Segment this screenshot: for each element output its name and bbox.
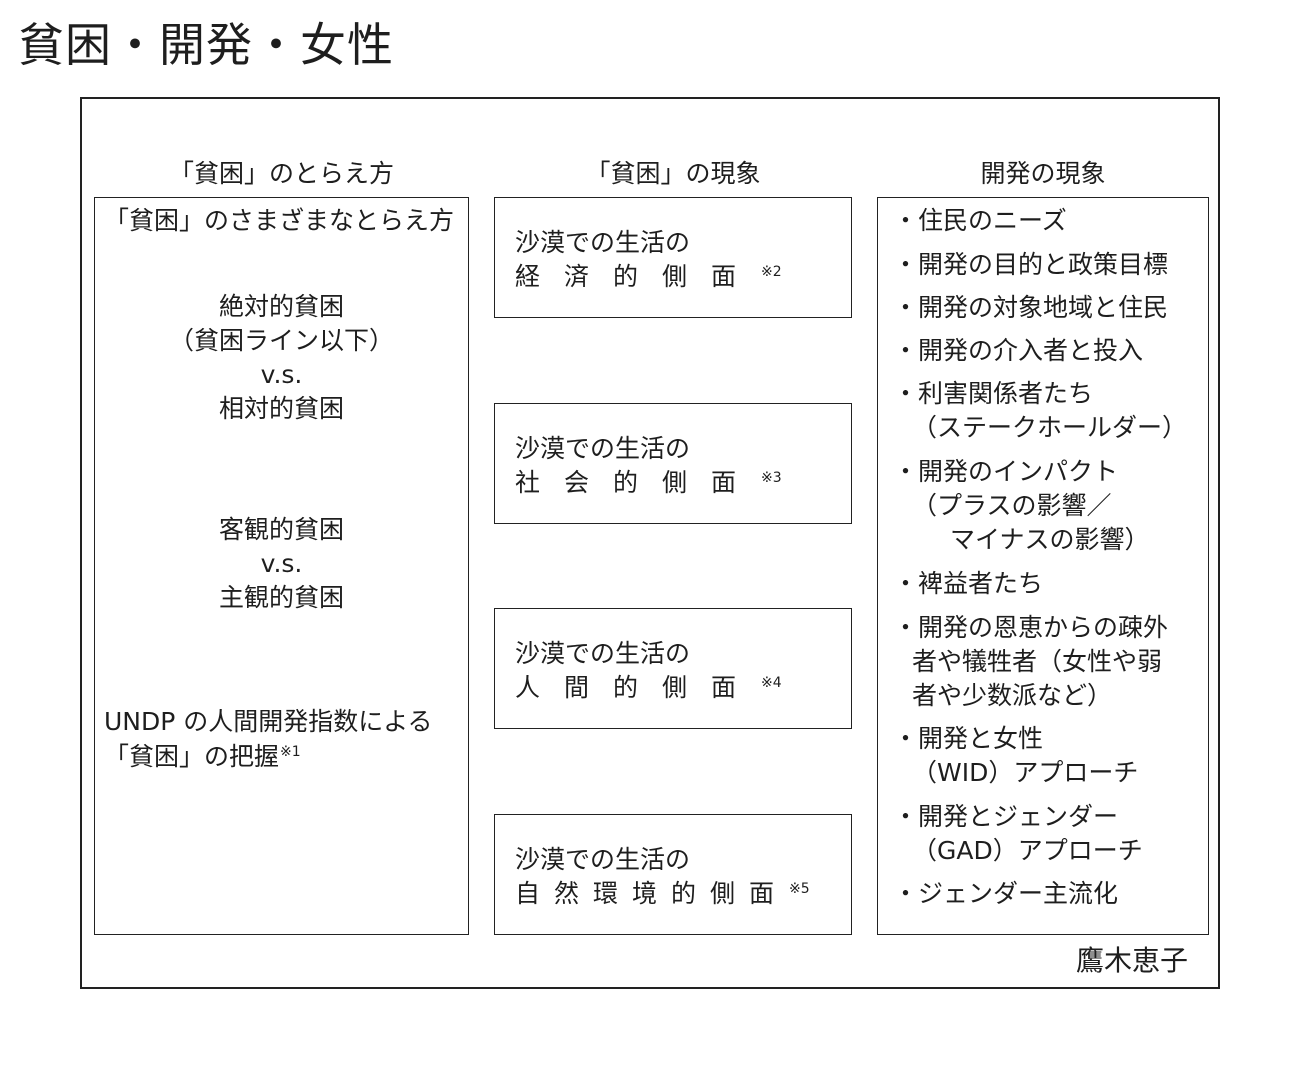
middle-column-header: 「貧困」の現象 — [585, 159, 761, 188]
natural-environment-aspect-box — [494, 814, 852, 935]
poverty-line-note: （貧困ライン以下） — [168, 326, 394, 355]
human-aspect-line2: 人間的側面※4 — [515, 673, 782, 702]
poverty-perspectives-heading: 「貧困」のさまざまなとらえ方 — [104, 206, 455, 235]
list-item: （GAD）アプローチ — [912, 836, 1143, 865]
social-aspect-line1: 沙漠での生活の — [515, 434, 691, 463]
list-item: マイナスの影響） — [950, 525, 1150, 554]
diagram-frame — [80, 97, 1220, 989]
footnote-mark: ※1 — [280, 743, 301, 760]
author-name: 鷹木恵子 — [1075, 944, 1188, 977]
footnote-mark: ※2 — [761, 263, 782, 280]
absolute-poverty-label: 絶対的貧困 — [218, 292, 344, 321]
list-item: ・利害関係者たち — [893, 379, 1094, 408]
development-phenomena-box — [877, 197, 1209, 935]
versus-label: v.s. — [260, 360, 303, 389]
undp-hdi-text: UNDP の人間開発指数による — [104, 707, 433, 736]
social-aspect-box — [494, 403, 852, 524]
relative-poverty-label: 相対的貧困 — [218, 394, 344, 423]
natural-environment-aspect-line1: 沙漠での生活の — [515, 845, 691, 874]
economic-aspect-line1: 沙漠での生活の — [515, 228, 691, 257]
objective-poverty-label: 客観的貧困 — [218, 515, 344, 544]
list-item: ・ジェンダー主流化 — [893, 879, 1119, 908]
right-column-header: 開発の現象 — [980, 159, 1106, 188]
list-item: （ステークホールダー） — [912, 413, 1188, 442]
list-item: ・裨益者たち — [893, 569, 1044, 598]
poverty-perspectives-box — [94, 197, 469, 935]
list-item: ・開発の介入者と投入 — [893, 336, 1144, 365]
list-item: ・開発とジェンダー — [893, 802, 1119, 831]
list-item: ・開発の恩恵からの疎外 — [893, 613, 1169, 642]
social-aspect-line2: 社会的側面※3 — [515, 468, 782, 497]
economic-aspect-box — [494, 197, 852, 318]
list-item: 者や犠牲者（女性や弱 — [912, 647, 1163, 676]
natural-environment-aspect-line2: 自然環境的側面※5 — [515, 879, 810, 908]
list-item: ・開発のインパクト — [893, 457, 1119, 486]
human-aspect-box — [494, 608, 852, 729]
list-item: ・開発の目的と政策目標 — [893, 250, 1169, 279]
list-item: ・開発の対象地域と住民 — [893, 293, 1169, 322]
human-aspect-line1: 沙漠での生活の — [515, 639, 691, 668]
list-item: 者や少数派など） — [912, 681, 1113, 710]
list-item: ・住民のニーズ — [893, 206, 1067, 235]
list-item: （WID）アプローチ — [912, 758, 1139, 787]
list-item: ・開発と女性 — [893, 724, 1044, 753]
footnote-mark: ※3 — [761, 469, 782, 486]
footnote-mark: ※5 — [789, 880, 810, 897]
footnote-mark: ※4 — [761, 674, 782, 691]
left-column-header: 「貧困」のとらえ方 — [168, 159, 394, 188]
page-title: 貧困・開発・女性 — [18, 18, 394, 72]
versus-label: v.s. — [260, 549, 303, 578]
economic-aspect-line2: 経済的側面※2 — [515, 262, 782, 291]
subjective-poverty-label: 主観的貧困 — [218, 583, 344, 612]
undp-hdi-text-2: 「貧困」の把握※1 — [104, 742, 301, 771]
list-item: （プラスの影響／ — [912, 491, 1112, 520]
